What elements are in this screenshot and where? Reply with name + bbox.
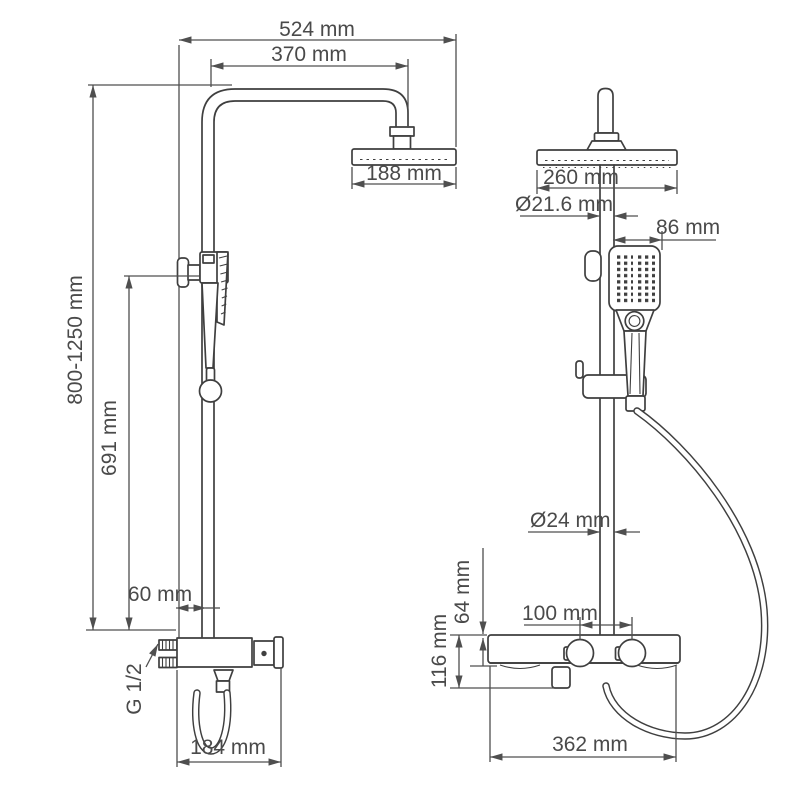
dim-label-188: 188 mm	[366, 162, 442, 185]
temperature-knob	[565, 638, 595, 668]
spout	[551, 666, 571, 689]
dim-label-116: 116 mm	[428, 614, 451, 688]
spray-face-hatching	[218, 255, 229, 315]
hand-shower-side	[198, 251, 229, 403]
thread-leader	[145, 643, 159, 668]
mode-button	[624, 310, 645, 332]
dim-label-86: 86 mm	[656, 216, 720, 239]
rain-head-side	[351, 148, 457, 166]
dim-label-100: 100 mm	[522, 602, 598, 625]
dim-label-362: 362 mm	[552, 733, 628, 756]
spray-nozzles-left	[616, 253, 633, 304]
hand-shower-front	[608, 245, 661, 412]
thread-hatching	[161, 640, 174, 667]
dim-label-21-6: Ø21.6 mm	[515, 193, 613, 216]
riser-pipe-front	[599, 164, 615, 663]
dim-label-64: 64 mm	[451, 560, 474, 624]
dim-label-800-1250: 800-1250 mm	[64, 275, 87, 405]
spray-nozzles-right	[638, 253, 655, 304]
dim-label-24: Ø24 mm	[530, 509, 611, 532]
dim-label-524: 524 mm	[279, 18, 355, 41]
side-view-dimensions: 524 mm 370 mm 188 mm 800-1250 mm 691 mm …	[64, 18, 457, 767]
hose-ball-joint	[198, 379, 223, 403]
mixer-front	[487, 634, 681, 689]
wall-fitting-top	[158, 639, 178, 651]
dim-label-g12: G 1/2	[123, 663, 146, 714]
side-view	[158, 45, 457, 755]
front-view-dimensions: 260 mm Ø21.6 mm 86 mm Ø24 mm 100 mm 64 m…	[428, 166, 720, 762]
front-view	[487, 87, 769, 740]
hand-shower-holder	[584, 250, 602, 282]
mixer-side	[158, 636, 284, 693]
dim-label-260: 260 mm	[543, 166, 619, 189]
dim-label-370: 370 mm	[271, 43, 347, 66]
wall-bracket-side	[176, 257, 201, 288]
riser-and-arm	[201, 88, 415, 638]
dim-label-184: 184 mm	[190, 736, 266, 759]
flow-knob	[617, 638, 647, 668]
upper-pipe-top	[586, 87, 627, 151]
slider-lever	[575, 360, 584, 379]
dim-label-691: 691 mm	[98, 400, 121, 476]
mixer-body-side	[176, 637, 253, 668]
dim-label-60: 60 mm	[128, 583, 192, 606]
hose-outlet-cone	[213, 669, 234, 682]
hand-shower-handle	[623, 330, 647, 397]
shower-hose	[602, 407, 769, 740]
wall-fitting-bottom	[158, 656, 178, 669]
hose-loop-side	[192, 689, 232, 755]
rain-head-front	[536, 149, 678, 169]
